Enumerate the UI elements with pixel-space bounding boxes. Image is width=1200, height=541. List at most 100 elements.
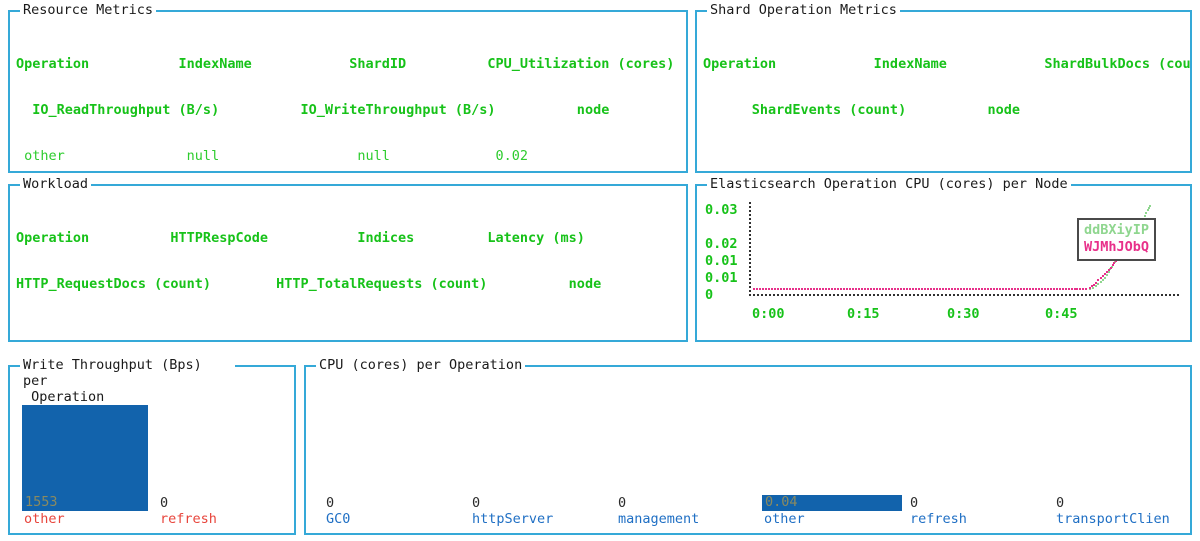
axis-tick-dot [993, 294, 995, 296]
chart-data-point [834, 288, 836, 290]
chart-data-point [1029, 288, 1031, 290]
axis-tick-dot [833, 294, 835, 296]
bar-column[interactable]: 1553other [22, 391, 148, 528]
chart-data-point [1014, 288, 1016, 290]
bar-column[interactable]: 0GC0 [324, 496, 464, 528]
es-operation-cpu-chart: 0.030.020.010.010 0:000:150:300:45 ddBXi… [697, 186, 1190, 340]
axis-tick-dot [849, 294, 851, 296]
chart-data-point [1044, 288, 1046, 290]
chart-data-point [987, 288, 989, 290]
axis-tick-dot [749, 242, 751, 244]
axis-tick-dot [881, 294, 883, 296]
chart-data-point [801, 288, 803, 290]
axis-tick-dot [977, 294, 979, 296]
bar-rect[interactable]: 0.04 [762, 495, 902, 511]
axis-tick-dot [973, 294, 975, 296]
chart-data-point [771, 288, 773, 290]
chart-data-point [867, 288, 869, 290]
axis-tick-dot [761, 294, 763, 296]
chart-data-point [978, 288, 980, 290]
chart-data-point [756, 288, 758, 290]
axis-tick-dot [941, 294, 943, 296]
axis-tick-dot [1173, 294, 1175, 296]
chart-data-point [1002, 288, 1004, 290]
axis-tick-dot [749, 210, 751, 212]
axis-tick-dot [1081, 294, 1083, 296]
shard-operation-metrics-header-line-1: Operation IndexName ShardBulkDocs (count… [703, 57, 1184, 72]
x-tick-label: 0:15 [847, 306, 880, 322]
axis-tick-dot [749, 270, 751, 272]
panel-title-es-operation-cpu: Elasticsearch Operation CPU (cores) per … [707, 176, 1071, 192]
panel-resource-metrics: Resource Metrics Operation IndexName Sha… [8, 10, 688, 173]
chart-data-point [1041, 288, 1043, 290]
chart-data-point [1053, 288, 1055, 290]
bar-column[interactable]: 0refresh [158, 496, 284, 528]
x-tick-label: 0:45 [1045, 306, 1078, 322]
axis-tick-dot [861, 294, 863, 296]
axis-tick-dot [873, 294, 875, 296]
bar-column[interactable]: 0management [616, 496, 756, 528]
axis-tick-dot [921, 294, 923, 296]
bar-category-label: refresh [910, 511, 1048, 528]
chart-data-point [990, 288, 992, 290]
chart-data-point [1149, 205, 1151, 207]
resource-metrics-table: Operation IndexName ShardID CPU_Utilizat… [16, 26, 680, 171]
chart-data-point [852, 288, 854, 290]
axis-tick-dot [773, 294, 775, 296]
axis-tick-dot [781, 294, 783, 296]
axis-tick-dot [749, 202, 751, 204]
chart-data-point [1097, 279, 1099, 281]
axis-tick-dot [997, 294, 999, 296]
bar-column[interactable]: 0refresh [908, 496, 1048, 528]
axis-tick-dot [837, 294, 839, 296]
chart-data-point [879, 288, 881, 290]
panel-title-write-throughput: Write Throughput (Bps) per Operation [20, 357, 235, 405]
axis-tick-dot [945, 294, 947, 296]
axis-tick-dot [749, 222, 751, 224]
bar-column[interactable]: 0.04other [762, 495, 902, 528]
y-tick-label: 0.02 [705, 236, 738, 253]
chart-data-point [1020, 288, 1022, 290]
bar-rect[interactable]: 1553 [22, 391, 148, 511]
chart-data-point [786, 288, 788, 290]
chart-data-point [1108, 271, 1110, 273]
axis-tick-dot [1113, 294, 1115, 296]
axis-tick-dot [893, 294, 895, 296]
table-row[interactable]: other null null 0.02 [16, 149, 680, 164]
chart-data-point [1062, 288, 1064, 290]
axis-tick-dot [1049, 294, 1051, 296]
chart-data-point [792, 288, 794, 290]
axis-tick-dot [981, 294, 983, 296]
axis-tick-dot [1125, 294, 1127, 296]
x-tick-label: 0:30 [947, 306, 980, 322]
y-tick-label: 0.03 [705, 202, 738, 219]
chart-data-point [1144, 215, 1146, 217]
chart-data-point [768, 288, 770, 290]
chart-data-point [1104, 277, 1106, 279]
axis-tick-dot [1161, 294, 1163, 296]
panel-title-shard-operation-metrics: Shard Operation Metrics [707, 2, 900, 18]
axis-tick-dot [805, 294, 807, 296]
axis-tick-dot [749, 254, 751, 256]
chart-data-point [894, 288, 896, 290]
axis-tick-dot [1057, 294, 1059, 296]
chart-data-point [789, 288, 791, 290]
chart-data-point [1100, 281, 1102, 283]
axis-tick-dot [753, 294, 755, 296]
chart-data-point [864, 288, 866, 290]
axis-tick-dot [1033, 294, 1035, 296]
chart-data-point [1068, 288, 1070, 290]
chart-data-point [903, 288, 905, 290]
axis-tick-dot [897, 294, 899, 296]
axis-tick-dot [853, 294, 855, 296]
chart-data-point [891, 288, 893, 290]
bar-column[interactable]: 0transportClien [1054, 496, 1190, 528]
axis-tick-dot [1061, 294, 1063, 296]
chart-data-point [984, 288, 986, 290]
axis-tick-dot [877, 294, 879, 296]
bar-column[interactable]: 0httpServer [470, 496, 610, 528]
axis-tick-dot [749, 266, 751, 268]
axis-tick-dot [989, 294, 991, 296]
chart-data-point [849, 288, 851, 290]
chart-data-point [900, 288, 902, 290]
